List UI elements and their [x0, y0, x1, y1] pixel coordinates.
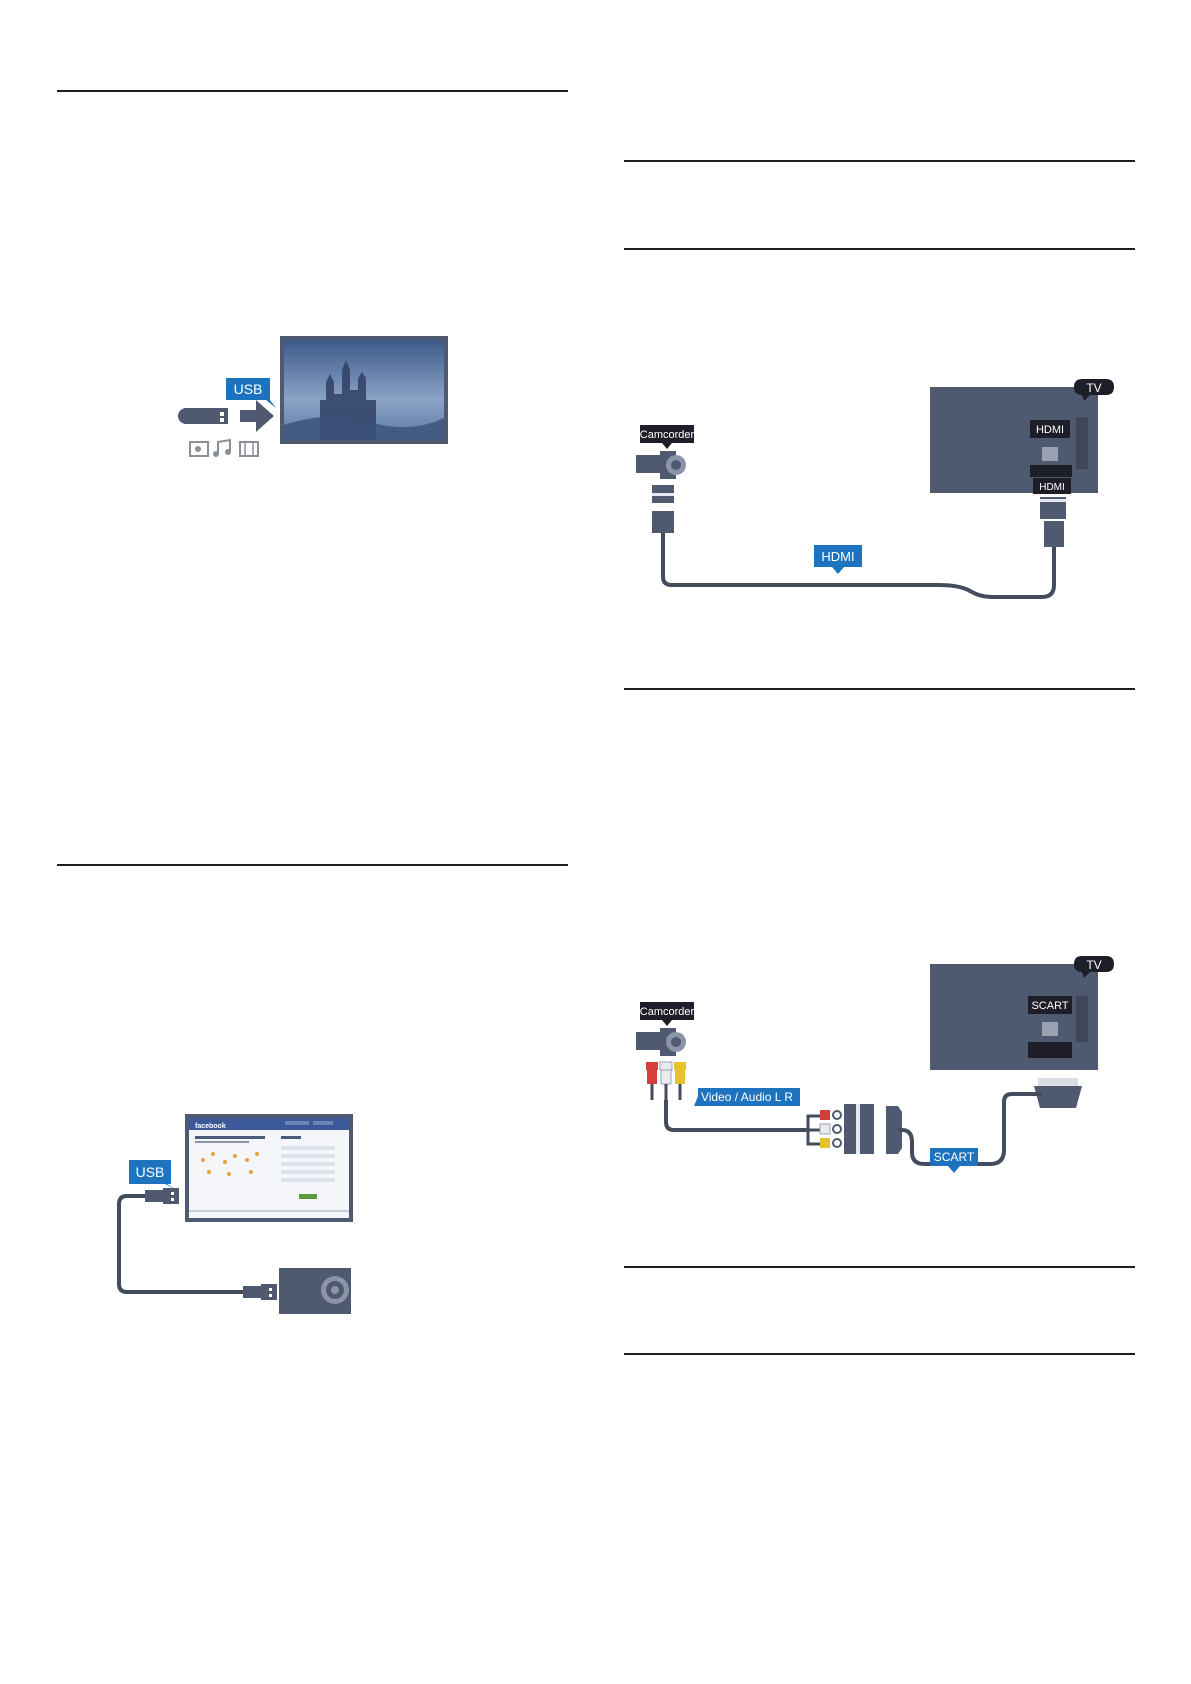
section-rule: [57, 864, 568, 866]
scart-cable-callout: SCART: [930, 1148, 978, 1173]
tv-badge: TV: [1086, 958, 1101, 972]
usb-callout: USB: [226, 378, 276, 408]
scart-plug-tv: [1034, 1078, 1082, 1108]
hdmi-plug-label: HDMI: [1039, 482, 1065, 493]
tv-panel: TV HDMI: [930, 379, 1114, 493]
section-rule: [624, 688, 1135, 690]
hdmi-port-label: HDMI: [1036, 424, 1064, 436]
tv-screen: facebook: [185, 1114, 353, 1222]
scart-adapter: [844, 1104, 902, 1154]
section-rule: [624, 1353, 1135, 1355]
usb-stick-to-tv-illustration: USB: [170, 330, 460, 470]
camera-icon: [279, 1268, 351, 1314]
rca-plugs-camcorder: [646, 1061, 686, 1085]
camcorder-callout: Camcorder: [640, 1002, 695, 1026]
music-note-icon: [213, 438, 231, 457]
camera-to-tv-usb-illustration: facebook USB: [115, 1110, 365, 1330]
facebook-logo: facebook: [195, 1123, 226, 1130]
camcorder-hdmi-illustration: TV HDMI HDMI Camcorder: [630, 375, 1120, 615]
camcorder-label: Camcorder: [640, 429, 695, 441]
usb-cable: [117, 1194, 243, 1294]
tv-panel: TV SCART: [930, 956, 1114, 1070]
film-icon: [239, 441, 259, 457]
hdmi-plug-callout: HDMI: [1033, 478, 1071, 494]
camcorder-label: Camcorder: [640, 1006, 695, 1018]
tv-badge: TV: [1086, 381, 1101, 395]
section-rule: [624, 1266, 1135, 1268]
av-cable-main: [664, 1100, 808, 1132]
usb-plug-tv: [145, 1188, 179, 1204]
arrow-right-icon: [240, 400, 274, 432]
scart-cable-label: SCART: [934, 1150, 975, 1164]
camcorder-icon: [636, 1028, 686, 1056]
usb-plug-camera: [243, 1284, 277, 1300]
video-audio-label: Video / Audio L R: [701, 1090, 793, 1104]
hdmi-cable: [661, 533, 1056, 599]
section-rule: [57, 90, 568, 92]
rca-plugs-adapter: [806, 1110, 842, 1148]
section-rule: [624, 160, 1135, 162]
photo-icon: [189, 441, 209, 457]
scart-port-label: SCART: [1031, 1000, 1068, 1012]
usb-stick-icon: [178, 408, 228, 424]
camcorder-icon: [636, 451, 686, 479]
video-audio-callout: Video / Audio L R: [694, 1088, 800, 1106]
hdmi-plug-camcorder: [652, 485, 674, 533]
usb-callout: USB: [129, 1160, 177, 1190]
usb-camera-label: USB: [136, 1164, 165, 1180]
av-cable: [650, 1084, 682, 1100]
hdmi-plug-tv: [1040, 497, 1066, 547]
tv-screen: [280, 336, 448, 444]
section-rule: [624, 248, 1135, 250]
usb-label: USB: [234, 381, 263, 397]
camcorder-scart-illustration: TV SCART Camcorder: [630, 952, 1120, 1192]
hdmi-cable-label: HDMI: [821, 549, 854, 564]
hdmi-cable-callout: HDMI: [814, 545, 862, 574]
camcorder-callout: Camcorder: [640, 425, 695, 449]
